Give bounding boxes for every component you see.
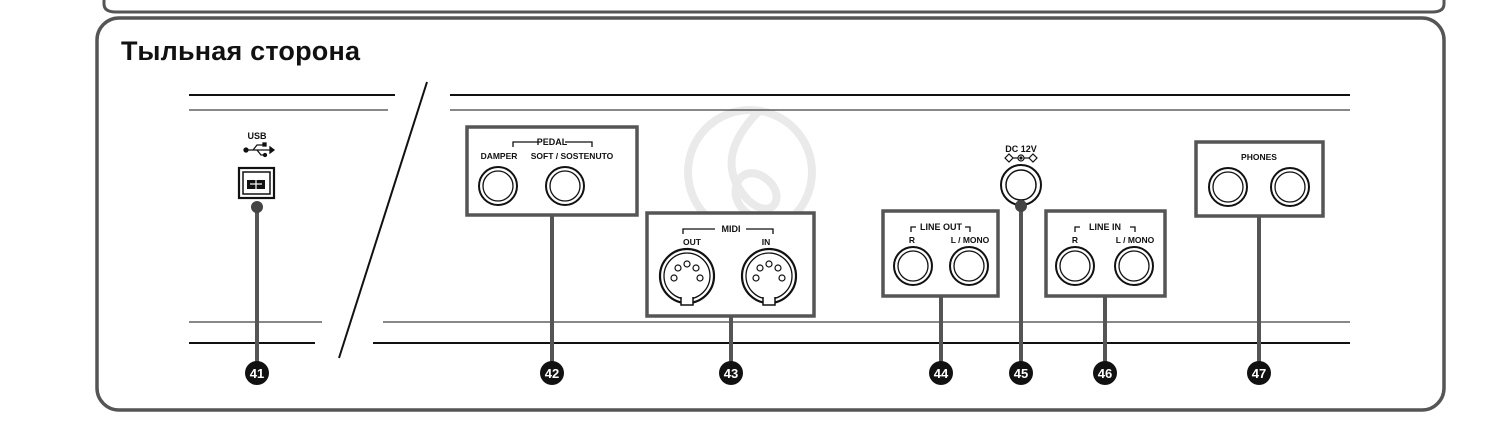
line-out-l-mono-jack[interactable]: [949, 246, 989, 286]
page-title: Тыльная сторона: [121, 36, 361, 66]
callout-46-number: 46: [1098, 366, 1112, 381]
midi-group: MIDI OUT IN: [645, 211, 816, 318]
dc-polarity-icon: [1004, 153, 1038, 163]
line-out-r-label: R: [909, 235, 915, 245]
line-out-group: LINE OUT R L / MONO: [881, 209, 1000, 298]
line-in-group: LINE IN R L / MONO: [1044, 209, 1167, 298]
phones-group: PHONES: [1194, 140, 1325, 218]
line-in-r-jack[interactable]: [1055, 246, 1095, 286]
callout-47: 47: [1247, 361, 1271, 385]
dc-label: DC 12V: [1005, 144, 1037, 154]
usb-symbol-icon: [243, 142, 276, 158]
phones-jack-1[interactable]: [1208, 167, 1248, 207]
midi-in-label: IN: [762, 237, 771, 247]
callout-41-number: 41: [250, 366, 264, 381]
line-out-l-mono-label: L / MONO: [951, 235, 990, 245]
phones-jack-2[interactable]: [1270, 167, 1310, 207]
callout-44: 44: [929, 361, 953, 385]
outer-frame: [95, 16, 1446, 412]
callout-45-number: 45: [1014, 366, 1028, 381]
damper-jack[interactable]: [478, 166, 518, 206]
callout-43-number: 43: [724, 366, 738, 381]
line-in-l-mono-jack[interactable]: [1114, 246, 1154, 286]
midi-out-port[interactable]: [658, 247, 716, 306]
soft-sostenuto-jack[interactable]: [545, 166, 585, 206]
dc-in-group: DC 12V: [1000, 144, 1042, 206]
callout-47-number: 47: [1252, 366, 1266, 381]
line-in-group-label: LINE IN: [1089, 222, 1121, 232]
callout-41: 41: [245, 361, 269, 385]
line-in-l-mono-label: L / MONO: [1116, 235, 1155, 245]
midi-out-label: OUT: [683, 237, 702, 247]
dc-leader-dot: [1015, 200, 1027, 212]
callout-43: 43: [719, 361, 743, 385]
callout-45: 45: [1009, 361, 1033, 385]
midi-group-label: MIDI: [722, 224, 741, 234]
callout-44-number: 44: [934, 366, 949, 381]
midi-in-port[interactable]: [740, 247, 798, 306]
line-in-r-label: R: [1072, 235, 1078, 245]
usb-label: USB: [247, 131, 267, 141]
damper-label: DAMPER: [481, 151, 518, 161]
leader-lines: [255, 206, 1261, 362]
pedal-group: PEDAL DAMPER SOFT / SOSTENUTO: [465, 125, 639, 217]
callout-42: 42: [540, 361, 564, 385]
phones-label: PHONES: [1241, 152, 1277, 162]
callout-42-number: 42: [545, 366, 559, 381]
soft-sostenuto-label: SOFT / SOSTENUTO: [531, 151, 614, 161]
pedal-group-label: PEDAL: [537, 137, 568, 147]
dc-12v-jack[interactable]: [1000, 164, 1042, 206]
line-out-group-label: LINE OUT: [920, 222, 963, 232]
line-out-r-jack[interactable]: [893, 246, 933, 286]
previous-frame-edge: [102, 0, 1446, 14]
usb-port-group: USB: [237, 131, 276, 200]
usb-leader-dot: [251, 201, 263, 213]
callout-46: 46: [1093, 361, 1117, 385]
